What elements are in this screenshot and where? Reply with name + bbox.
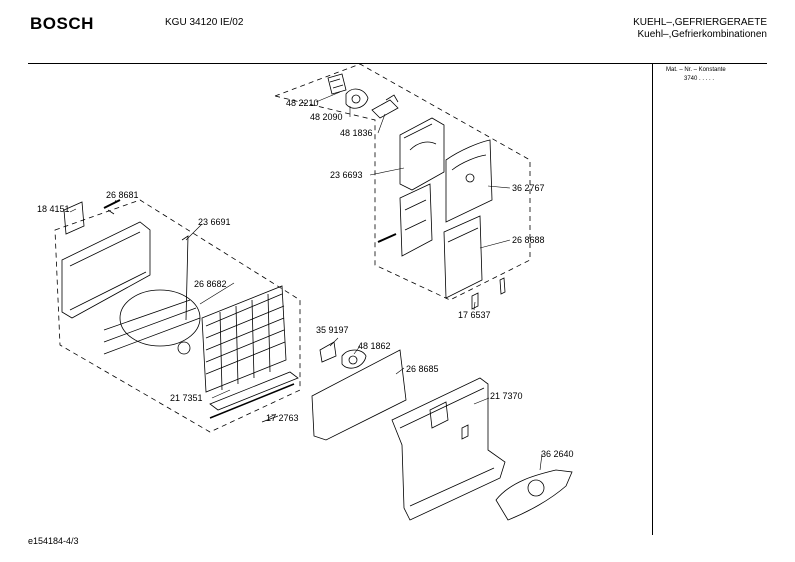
title-line-1: KUEHL–,GEFRIERGERAETE [633,17,767,28]
part-label-482210: 48 2210 [286,98,319,108]
part-label-236693: 23 6693 [330,170,363,180]
part-label-481862: 48 1862 [358,341,391,351]
part-label-268688: 26 8688 [512,235,545,245]
brand-logo: BOSCH [30,14,94,33]
material-number-label: Mat. – Nr. – Konstante [666,67,726,73]
part-label-184151: 18 4151 [37,204,70,214]
part-label-362640: 36 2640 [541,449,574,459]
part-label-481836: 48 1836 [340,128,373,138]
part-label-217370: 21 7370 [490,391,523,401]
upper-small-parts [327,73,399,119]
part-label-268685: 26 8685 [406,364,439,374]
upper-panels [377,117,506,310]
leader-lines [69,91,543,471]
part-label-362767: 36 2767 [512,183,545,193]
part-label-359197: 35 9197 [316,325,349,335]
header-rule [28,63,767,64]
model-number: KGU 34120 IE/02 [165,17,244,28]
group-outlines [54,63,531,433]
document-id: e154184-4/3 [28,536,79,546]
upper-group-outline [273,63,531,301]
lower-tray-housing [391,377,573,521]
condenser-coil [103,235,299,419]
left-chassis [61,199,151,319]
material-number-value: 3740 . . . . . [684,76,715,82]
part-label-217351: 21 7351 [170,393,203,403]
part-label-268682: 26 8682 [194,279,227,289]
sidebar-divider [652,63,653,535]
part-label-236691: 23 6691 [198,217,231,227]
part-label-482090: 48 2090 [310,112,343,122]
lower-back-panel [261,341,407,441]
title-line-2: Kuehl–,Gefrierkombinationen [637,29,767,40]
left-group-outline [54,199,301,433]
part-label-176537: 17 6537 [458,310,491,320]
part-label-172763: 17 2763 [266,413,299,423]
part-label-268681: 26 8681 [106,190,139,200]
